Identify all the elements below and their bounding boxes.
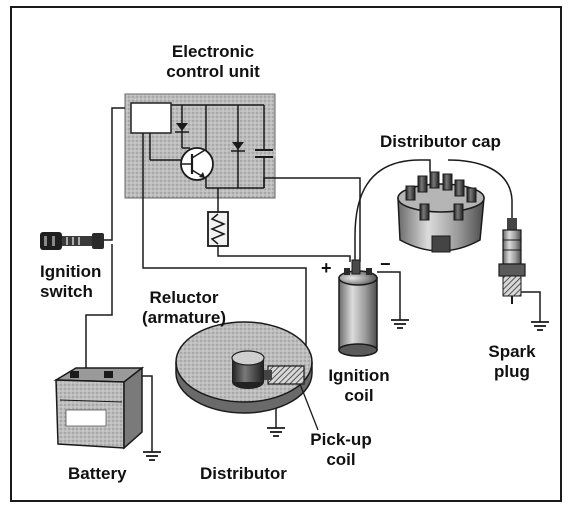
ecu-label-line2: control unit — [148, 62, 278, 82]
ignition-switch-icon — [40, 232, 104, 250]
spark-plug-icon — [499, 218, 525, 304]
ignition-coil-label-line2: coil — [322, 386, 396, 406]
reluctor-icon — [232, 351, 264, 389]
distributor-label: Distributor — [200, 464, 287, 484]
ground-icon — [267, 428, 285, 436]
ignition-switch-label-line1: Ignition — [40, 262, 101, 282]
ignition-coil-label: Ignition coil — [322, 366, 396, 406]
spark-plug-label-line1: Spark — [482, 342, 542, 362]
ground-icon — [391, 320, 409, 328]
reluctor-label-line2: (armature) — [132, 308, 236, 328]
ignition-coil-label-line1: Ignition — [322, 366, 396, 386]
electronic-control-unit — [125, 94, 276, 212]
battery-icon — [56, 368, 142, 448]
ecu-label: Electronic control unit — [148, 42, 278, 82]
ecu-label-line1: Electronic — [148, 42, 278, 62]
ground-icon — [143, 452, 161, 460]
ground-icon — [531, 322, 549, 330]
spark-plug-label: Spark plug — [482, 342, 542, 382]
negative-terminal-sign: − — [380, 254, 391, 274]
pickup-coil-label-line2: coil — [306, 450, 376, 470]
battery-label: Battery — [68, 464, 127, 484]
distributor-cap-label: Distributor cap — [380, 132, 501, 152]
distributor-icon — [176, 322, 318, 430]
pickup-coil-label-line1: Pick-up — [306, 430, 376, 450]
pickup-coil-icon — [264, 366, 304, 384]
distributor-cap-icon — [398, 172, 484, 252]
transistor-icon — [181, 148, 213, 180]
spark-plug-label-line2: plug — [482, 362, 542, 382]
ignition-switch-label-line2: switch — [40, 282, 101, 302]
ballast-resistor — [208, 212, 228, 246]
ignition-switch-label: Ignition switch — [40, 262, 101, 302]
positive-terminal-sign: + — [321, 258, 332, 278]
pickup-coil-label: Pick-up coil — [306, 430, 376, 470]
ignition-coil-icon — [339, 260, 377, 356]
reluctor-label-line1: Reluctor — [132, 288, 236, 308]
reluctor-label: Reluctor (armature) — [132, 288, 236, 328]
